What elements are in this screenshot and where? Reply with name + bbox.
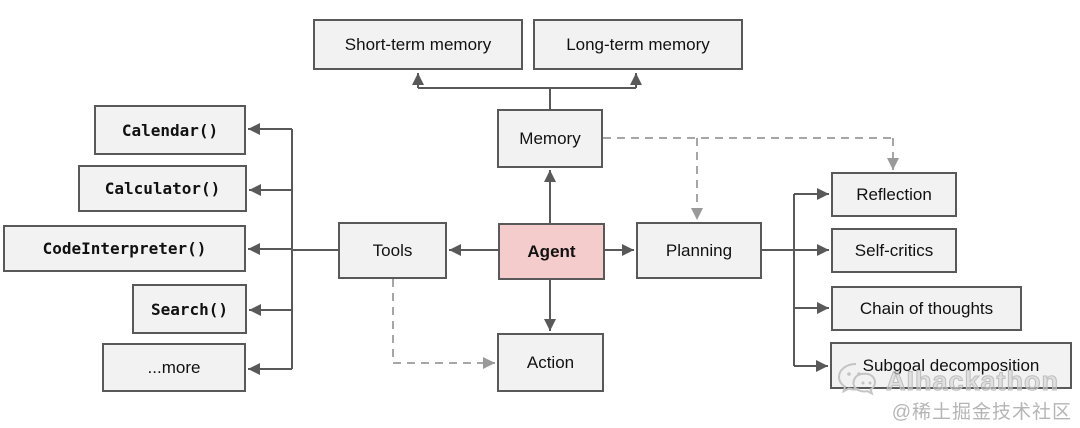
node-planning: Planning xyxy=(636,222,762,279)
node-reflection: Reflection xyxy=(831,172,957,217)
dashed-connectors xyxy=(392,137,899,369)
node-action: Action xyxy=(497,333,604,392)
node-calendar: Calendar() xyxy=(94,105,246,155)
node-calculator: Calculator() xyxy=(78,165,247,212)
node-search: Search() xyxy=(132,284,247,334)
node-code-interpreter: CodeInterpreter() xyxy=(3,225,246,272)
watermark-community-text: @稀土掘金技术社区 xyxy=(891,402,1072,423)
node-short-term-memory: Short-term memory xyxy=(313,19,523,70)
node-tools: Tools xyxy=(338,222,447,279)
node-chain-of-thoughts: Chain of thoughts xyxy=(831,286,1022,331)
node-self-critics: Self-critics xyxy=(831,228,957,273)
solid-connectors xyxy=(248,73,829,375)
node-more: ...more xyxy=(102,343,246,392)
node-agent: Agent xyxy=(498,223,605,280)
node-subgoal-decomposition: Subgoal decomposition xyxy=(830,342,1072,389)
node-memory: Memory xyxy=(497,109,603,168)
node-long-term-memory: Long-term memory xyxy=(533,19,743,70)
